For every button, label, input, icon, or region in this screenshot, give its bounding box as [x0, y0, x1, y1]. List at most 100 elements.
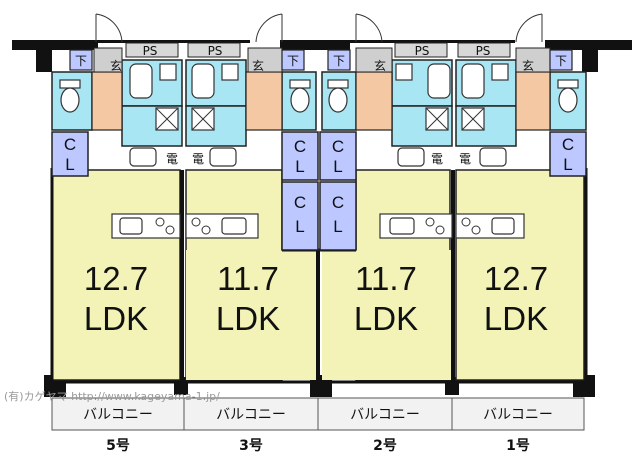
watermark-text: (有)カゲヤマ http://www.kageyama-1.jp/: [4, 389, 220, 403]
svg-text:C: C: [294, 193, 306, 212]
ldk-size-unit2: 11.7: [355, 260, 417, 297]
shoe-cupboard-unit3: [281, 49, 305, 71]
svg-text:L: L: [65, 155, 74, 174]
ldk-label-unit3: LDK: [216, 300, 280, 337]
balcony-unit2: [317, 397, 453, 431]
top-wall-right: [545, 40, 632, 50]
unit-number-5: 5号: [106, 438, 130, 454]
kitchen-counter-unit2: [379, 213, 453, 239]
top-wall-left: [12, 40, 98, 50]
svg-text:C: C: [332, 137, 344, 156]
entrance-label-unit3: 玄: [252, 58, 264, 73]
meter-label-unit5: 電: [166, 152, 178, 166]
washer-pan-unit2: [425, 107, 449, 131]
closet-label-unit1: CL: [562, 135, 574, 174]
ps-shaft-unit1: [457, 42, 511, 58]
closet-label-unit5: CL: [64, 135, 76, 174]
svg-text:L: L: [333, 217, 342, 236]
unit-number-2: 2号: [373, 438, 397, 454]
balcony-unit1: [451, 397, 585, 431]
wash-basin-unit5: [129, 147, 157, 167]
ldk-size-unit5: 12.7: [84, 260, 148, 297]
ps-label-unit2: PS: [415, 44, 430, 58]
meter-label-unit1: 電: [459, 152, 471, 166]
top-wall-mid-left: [98, 40, 250, 43]
entrance-unit1: [515, 71, 551, 131]
ldk-size-unit3: 11.7: [217, 260, 279, 297]
svg-text:C: C: [562, 135, 574, 154]
svg-text:L: L: [563, 155, 572, 174]
entrance-unit5: [91, 71, 123, 131]
shoe-cupboard-unit1: [549, 49, 573, 71]
top-wall-mid-right: [350, 40, 515, 43]
ldk-label-unit2: LDK: [354, 300, 418, 337]
balcony-label-unit5: バルコニー: [83, 407, 153, 423]
ps-shaft-unit3: [187, 42, 241, 58]
unit-number-3: 3号: [239, 438, 263, 454]
shoe-label-unit2: 下: [333, 54, 345, 68]
toilet-unit1: [557, 79, 579, 113]
svg-text:L: L: [295, 217, 304, 236]
corner-column-tl: [36, 50, 52, 72]
balcony-label-unit3: バルコニー: [216, 407, 286, 423]
bathtub-unit2: [427, 63, 451, 99]
entrance-unit2: [355, 71, 393, 131]
bathtub-unit3: [191, 63, 215, 99]
wash-basin-unit3: [209, 147, 237, 167]
entrance-unit3: [245, 71, 283, 131]
bathtub-unit1: [461, 63, 485, 99]
svg-text:L: L: [295, 157, 304, 176]
ldk-label-unit5: LDK: [84, 300, 148, 337]
unit-number-1: 1号: [506, 438, 530, 454]
meter-label-unit2: 電: [431, 152, 443, 166]
balcony-label-unit2: バルコニー: [350, 407, 420, 423]
closet-label-unit2-a: CL: [332, 137, 344, 176]
ps-shaft-unit5: [125, 42, 179, 58]
entrance-label-unit2: 玄: [374, 58, 386, 73]
entrance-label-unit1: 玄: [522, 58, 534, 73]
toilet-unit2: [327, 79, 349, 113]
closet-unit2-a: [319, 131, 357, 181]
closet-unit3-a: [281, 131, 319, 181]
ps-label-unit3: PS: [208, 44, 223, 58]
bathtub-unit5: [129, 63, 153, 99]
corner-column-tr: [582, 50, 598, 72]
washer-pan-unit3: [191, 107, 215, 131]
top-wall-center: [280, 40, 350, 50]
balcony-unit3: [183, 397, 319, 431]
shoe-cupboard-unit2: [327, 49, 351, 71]
svg-text:L: L: [333, 157, 342, 176]
wash-basin-unit2: [397, 147, 425, 167]
shoe-label-unit5: 下: [75, 54, 87, 68]
shoe-cupboard-unit5: [69, 49, 93, 71]
ps-shaft-unit2: [394, 42, 448, 58]
closet-unit1: [549, 131, 587, 177]
closet-label-unit2-b: CL: [332, 193, 344, 236]
svg-text:C: C: [64, 135, 76, 154]
closet-unit3-b: [281, 181, 319, 251]
ldk-area-unit1: [455, 169, 585, 381]
closet-label-unit3-b: CL: [294, 193, 306, 236]
toilet-unit3: [289, 79, 311, 113]
shoe-label-unit3: 下: [287, 54, 299, 68]
closet-unit5: [51, 131, 89, 177]
svg-text:C: C: [294, 137, 306, 156]
closet-label-unit3-a: CL: [294, 137, 306, 176]
ldk-lower-unit2: [322, 250, 452, 380]
washer-pan-unit1: [461, 107, 485, 131]
kitchen-counter-unit1: [455, 213, 525, 239]
entrance-label-unit5: 玄: [110, 58, 122, 73]
ldk-lower-unit3: [186, 250, 316, 380]
kitchen-counter-unit5: [111, 213, 181, 239]
closet-unit2-b: [319, 181, 357, 251]
ps-label-unit1: PS: [476, 44, 491, 58]
svg-text:C: C: [332, 193, 344, 212]
kitchen-counter-unit3: [185, 213, 259, 239]
toilet-unit5: [59, 79, 81, 113]
shoe-label-unit1: 下: [555, 54, 567, 68]
balcony-label-unit1: バルコニー: [483, 407, 553, 423]
washer-pan-unit5: [155, 107, 179, 131]
ldk-label-unit1: LDK: [484, 300, 548, 337]
meter-label-unit3: 電: [192, 152, 204, 166]
